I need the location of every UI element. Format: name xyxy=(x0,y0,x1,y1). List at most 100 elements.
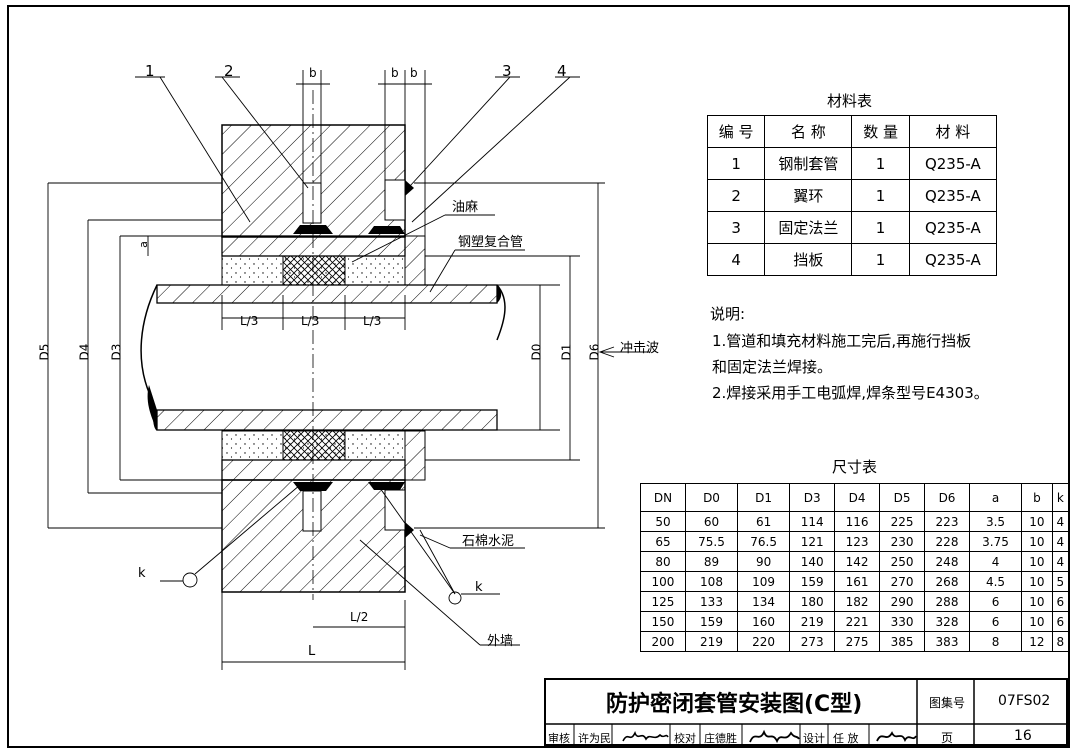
dim-k-label: k xyxy=(475,580,483,595)
table-cell: 6 xyxy=(968,611,1023,632)
table-cell: 123 xyxy=(834,531,881,552)
table-header: 数 量 xyxy=(851,115,910,148)
sleeve-lower xyxy=(221,430,426,481)
table-cell: 6 xyxy=(1051,611,1070,632)
note-line: 和固定法兰焊接。 xyxy=(712,358,833,376)
checker-signature xyxy=(749,729,800,744)
table-cell: Q235-A xyxy=(908,147,998,180)
table-cell: 220 xyxy=(737,631,791,652)
table-header: D6 xyxy=(924,483,970,512)
table-cell: Q235-A xyxy=(908,243,998,276)
note-line: 2.焊接采用手工电弧焊,焊条型号E4303。 xyxy=(712,384,989,402)
callout-2: 2 xyxy=(224,62,234,80)
table-cell: 4 xyxy=(1051,551,1070,572)
table-header-row: DN D0 D1 D3 D4 D5 D6 a b k xyxy=(640,483,1070,512)
dim-l3-label: L/3 xyxy=(301,314,320,328)
table-cell: 10 xyxy=(1021,591,1053,612)
atlas-label: 图集号 xyxy=(929,696,966,710)
table-cell: 4.5 xyxy=(968,571,1023,592)
table-cell: 4 xyxy=(1051,531,1070,552)
review-label: 审核 xyxy=(548,732,570,745)
designer-signature xyxy=(876,731,917,742)
wall-lower xyxy=(221,479,414,593)
table-cell: 3.5 xyxy=(968,511,1023,532)
dim-l3-label: L/3 xyxy=(363,314,382,328)
table-cell: 161 xyxy=(834,571,881,592)
table-cell: Q235-A xyxy=(908,179,998,212)
table-cell: 140 xyxy=(789,551,836,572)
dimensions-title: 尺寸表 xyxy=(832,458,878,476)
table-cell: 10 xyxy=(1021,571,1053,592)
dim-l-label: L xyxy=(308,644,316,659)
table-header: 编 号 xyxy=(706,115,766,148)
table-cell: 65 xyxy=(640,531,686,552)
sheet-border xyxy=(7,5,1070,748)
drawing-title: 防护密闭套管安装图(C型) xyxy=(606,692,863,717)
table-cell: 钢制套管 xyxy=(764,147,853,180)
table-cell: 290 xyxy=(879,591,926,612)
table-header: D4 xyxy=(834,483,881,512)
table-cell: 1 xyxy=(706,147,766,180)
dim-b-label: b xyxy=(391,66,399,80)
table-cell: 挡板 xyxy=(764,243,853,276)
notes-title: 说明: xyxy=(710,305,746,323)
table-cell: 89 xyxy=(684,551,739,572)
table-header: 材 料 xyxy=(908,115,998,148)
dim-b-label: b xyxy=(309,66,317,80)
table-cell: 12 xyxy=(1021,631,1053,652)
dim-k-label: k xyxy=(138,566,146,581)
table-cell: 固定法兰 xyxy=(764,211,853,244)
table-cell: 61 xyxy=(737,511,791,532)
page-number: 16 xyxy=(1014,728,1032,744)
designer-name: 任 放 xyxy=(833,732,859,745)
table-cell: 159 xyxy=(789,571,836,592)
table-cell: 8 xyxy=(1051,631,1070,652)
table-cell: 159 xyxy=(684,611,739,632)
label-outer-wall: 外墙 xyxy=(487,634,514,649)
table-cell: 5 xyxy=(1051,571,1070,592)
label-steel-plastic-pipe: 钢塑复合管 xyxy=(458,235,524,250)
table-cell: 6 xyxy=(968,591,1023,612)
table-cell: 330 xyxy=(879,611,926,632)
dim-b-label: b xyxy=(410,66,418,80)
table-cell: Q235-A xyxy=(908,211,998,244)
table-cell: 385 xyxy=(879,631,926,652)
dim-d5-label: D5 xyxy=(37,343,52,361)
table-cell: 250 xyxy=(879,551,926,572)
table-cell: 1 xyxy=(851,211,910,244)
reviewer-name: 许为民 xyxy=(578,732,611,745)
table-header: D0 xyxy=(684,483,739,512)
label-shock-wave: 冲击波 xyxy=(620,341,660,356)
table-cell: 223 xyxy=(924,511,970,532)
table-cell: 142 xyxy=(834,551,881,572)
materials-title: 材料表 xyxy=(827,92,873,110)
table-cell: 180 xyxy=(789,591,836,612)
table-cell: 121 xyxy=(789,531,836,552)
table-cell: 114 xyxy=(789,511,836,532)
dim-d0-label: D0 xyxy=(529,343,544,361)
table-cell: 60 xyxy=(684,511,739,532)
table-header: D3 xyxy=(789,483,836,512)
table-cell: 134 xyxy=(737,591,791,612)
table-cell: 221 xyxy=(834,611,881,632)
sleeve-upper xyxy=(221,235,426,286)
table-cell: 3.75 xyxy=(968,531,1023,552)
table-cell: 200 xyxy=(640,631,686,652)
table-cell: 8 xyxy=(968,631,1023,652)
table-cell: 182 xyxy=(834,591,881,612)
table-cell: 228 xyxy=(924,531,970,552)
title-block: 防护密闭套管安装图(C型) 图集号 07FS02 页 16 审核 许为民 校对 … xyxy=(544,678,1068,746)
table-cell: 133 xyxy=(684,591,739,612)
table-cell: 270 xyxy=(879,571,926,592)
atlas-number: 07FS02 xyxy=(998,693,1051,709)
table-cell: 125 xyxy=(640,591,686,612)
table-cell: 90 xyxy=(737,551,791,572)
table-header: D1 xyxy=(737,483,791,512)
